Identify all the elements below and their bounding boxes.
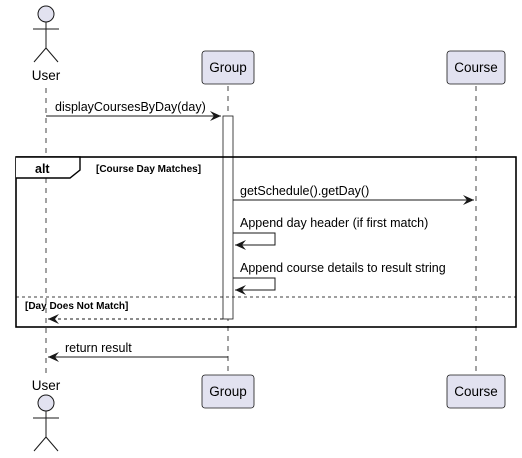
group-activation-bar	[222, 115, 234, 320]
actor-right-leg	[45, 436, 59, 452]
alt-frame-border	[15, 156, 517, 328]
user-actor-bottom[interactable]: User	[32, 378, 61, 452]
alt-frame-tab	[16, 156, 81, 179]
message-arrow-4	[233, 277, 276, 295]
alt-frame-label: alt	[35, 162, 50, 176]
course-label-bottom: Course	[454, 384, 498, 399]
message-label-1: displayCoursesByDay(day)	[55, 100, 206, 114]
course-participant-top[interactable]: Course	[446, 50, 506, 85]
alt-guard-1: [Course Day Matches]	[96, 164, 201, 175]
message-label-5: return result	[65, 341, 132, 355]
course-participant-bottom[interactable]: Course	[446, 374, 506, 409]
participant-box	[201, 374, 255, 409]
user-label-bottom: User	[32, 378, 61, 393]
user-actor-top[interactable]: User	[32, 5, 61, 83]
message-arrow-3	[233, 232, 276, 250]
message-label-2: getSchedule().getDay()	[240, 184, 369, 198]
actor-left-leg	[33, 47, 47, 63]
actor-right-leg	[45, 47, 59, 63]
actor-head	[37, 5, 55, 23]
user-label-top: User	[32, 68, 61, 83]
actor-head	[37, 394, 55, 412]
group-label-top: Group	[209, 60, 247, 75]
participant-box	[446, 50, 506, 85]
actor-left-leg	[33, 436, 47, 452]
group-label-bottom: Group	[209, 384, 247, 399]
message-label-4: Append course details to result string	[240, 261, 446, 275]
group-participant-bottom[interactable]: Group	[201, 374, 255, 409]
participant-box	[446, 374, 506, 409]
alt-guard-2: [Day Does Not Match]	[25, 301, 128, 312]
alt-frame: alt [Course Day Matches] [Day Does Not M…	[15, 156, 517, 328]
course-label-top: Course	[454, 60, 498, 75]
message-label-3: Append day header (if first match)	[240, 216, 428, 230]
group-participant-top[interactable]: Group	[201, 50, 255, 85]
participant-box	[201, 50, 255, 85]
